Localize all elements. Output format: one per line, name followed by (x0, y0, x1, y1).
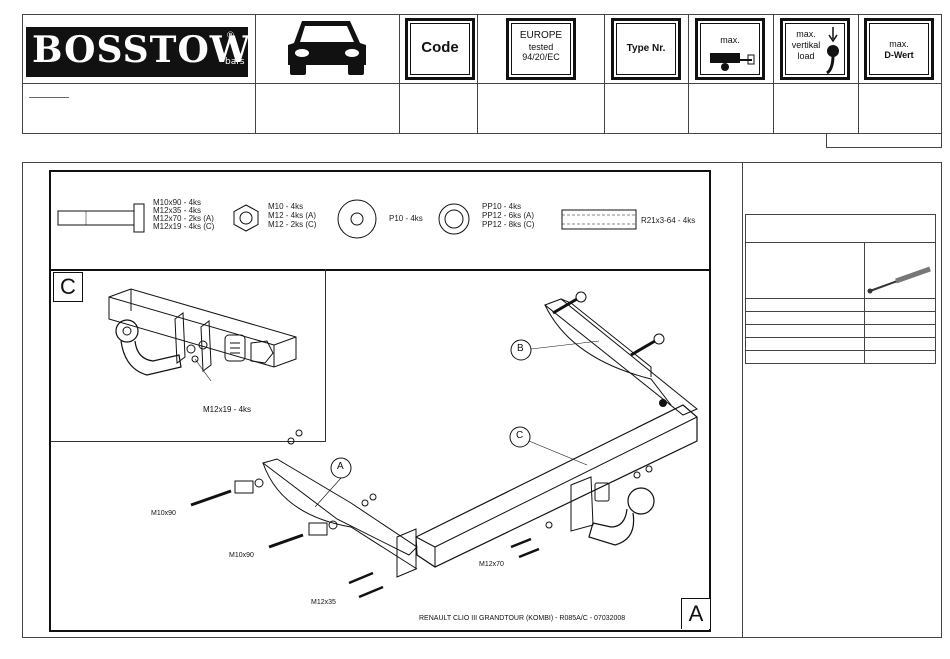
bolt-spec-4: M12x19 - 4ks (C) (153, 222, 215, 231)
corner-letter-a: A (681, 598, 710, 629)
header-row-divider (23, 83, 941, 84)
trailer-icon (710, 53, 755, 71)
detail-c-sketch (108, 288, 297, 382)
header-table (22, 14, 942, 134)
tube-spec: R21x3-64 - 4ks (641, 216, 696, 225)
label-c: C (516, 430, 524, 441)
header-col-divider (858, 15, 859, 133)
type-nr-box: Type Nr. (611, 18, 681, 80)
spring-washer-spec-2: PP12 - 6ks (A) (482, 211, 535, 220)
logo-registered: ® (226, 31, 235, 41)
header-col-divider (773, 15, 774, 133)
header-col-divider (399, 15, 400, 133)
nut-icon (233, 204, 259, 232)
header-col-divider (688, 15, 689, 133)
max-vertical-box: max. vertikal load (780, 18, 850, 80)
max-trailer-label: max. (720, 35, 740, 45)
main-frame (22, 162, 942, 638)
bolt-spec-3: M12x70 - 2ks (A) (153, 214, 214, 223)
spring-washer-icon (438, 203, 470, 235)
max-trailer-box: max. (695, 18, 765, 80)
logo-text: BOSSTOW (32, 29, 252, 71)
vertical-line3: load (797, 51, 815, 61)
header-col-divider (604, 15, 605, 133)
drawing-caption: RENAULT CLIO III GRANDTOUR (KOMBI) - R08… (419, 615, 626, 622)
main-assembly-sketch (190, 291, 698, 599)
bolt-m10x90-label-1: M10x90 (151, 510, 176, 517)
underline-field (29, 97, 69, 98)
europe-line2: tested (528, 42, 554, 52)
bolt-spec-1: M10x90 - 4ks (153, 198, 202, 207)
tool-icon (867, 266, 931, 294)
dwert-line2: D-Wert (884, 50, 914, 60)
bolt-m12x70-label: M12x70 (479, 561, 504, 568)
parts-list: M10x90 - 4ks M12x35 - 4ks M12x70 - 2ks (… (51, 172, 709, 271)
assembly-drawing: M10x90 - 4ks M12x35 - 4ks M12x70 - 2ks (… (49, 170, 711, 632)
spring-washer-spec-3: PP12 - 8ks (C) (482, 220, 535, 229)
detail-bolt-label: M12x19 - 4ks (203, 405, 252, 414)
bolt-spec-2: M12x35 - 4ks (153, 206, 202, 215)
europe-line3: 94/20/EC (522, 52, 560, 62)
europe-box: EUROPE tested 94/20/EC (506, 18, 576, 80)
tube-icon (561, 209, 637, 230)
header-tab (826, 134, 942, 148)
code-label: Code (421, 39, 459, 56)
bolt-m12x35-label: M12x35 (311, 599, 336, 606)
car-icon (288, 21, 366, 75)
label-b: B (517, 343, 524, 354)
code-box: Code (405, 18, 475, 80)
side-table (745, 214, 936, 364)
detail-letter-c: C (53, 272, 83, 302)
vertical-line2: vertikal (791, 40, 821, 50)
type-nr-label: Type Nr. (626, 43, 666, 54)
nut-spec-3: M12 - 2ks (C) (268, 220, 317, 229)
vertical-line1: max. (796, 29, 816, 39)
header-col-divider (255, 15, 256, 133)
bolt-icon (57, 203, 145, 233)
nut-spec-2: M12 - 4ks (A) (268, 211, 317, 220)
bolt-m10x90-label-2: M10x90 (229, 552, 254, 559)
washer-icon (337, 199, 377, 239)
washer-spec: P10 - 4ks (389, 214, 423, 223)
label-a: A (337, 461, 344, 472)
bosstow-logo: BOSSTOW ® bars (26, 27, 252, 77)
dwert-line1: max. (889, 39, 909, 49)
header-col-divider (477, 15, 478, 133)
nut-spec-1: M10 - 4ks (268, 202, 304, 211)
spring-washer-spec-1: PP10 - 4ks (482, 202, 522, 211)
europe-line1: EUROPE (519, 30, 563, 41)
main-divider (742, 163, 743, 637)
dwert-box: max. D-Wert (864, 18, 934, 80)
logo-sub: bars (225, 57, 245, 67)
towball-arrow-icon (826, 27, 839, 75)
detail-c-panel: C M12x19 - 4ks (51, 269, 326, 442)
